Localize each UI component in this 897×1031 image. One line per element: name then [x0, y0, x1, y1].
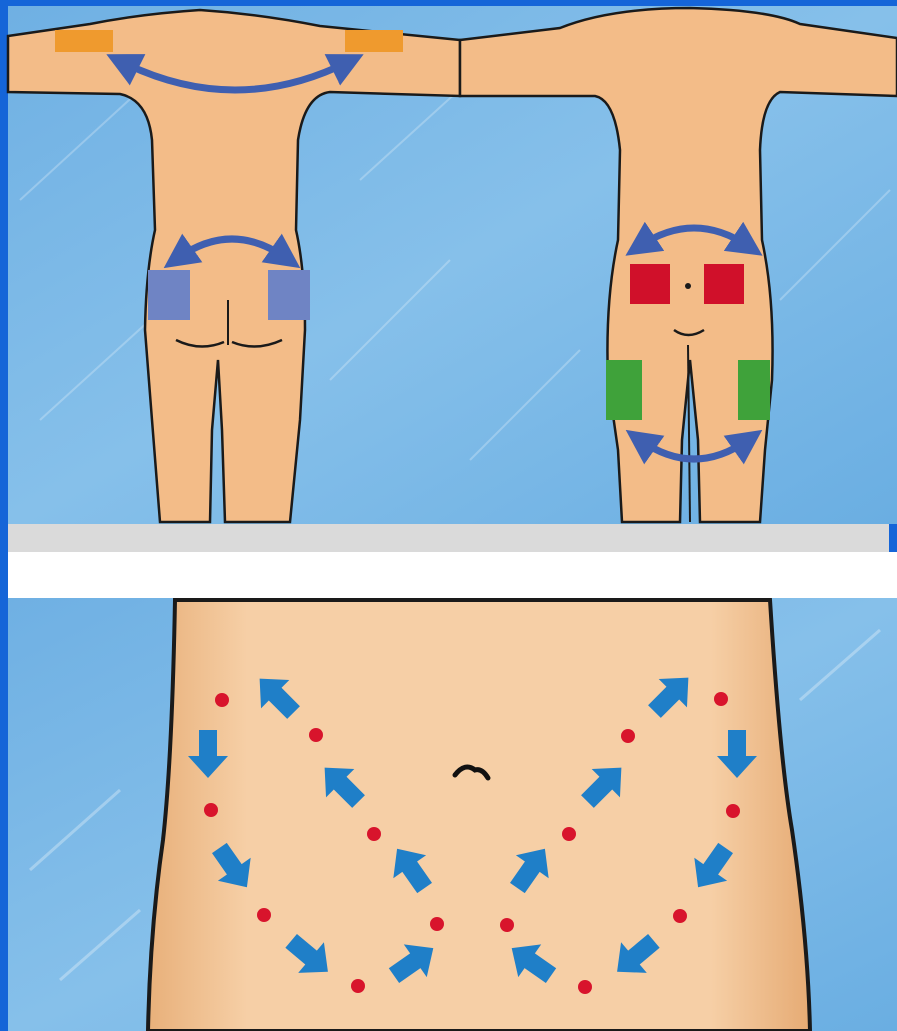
divider-gray-bar [8, 524, 889, 552]
dot [500, 918, 514, 932]
front-figure-navel [685, 283, 691, 289]
dot [309, 728, 323, 742]
site-upper-arm-left [55, 30, 113, 52]
site-buttock-right [268, 270, 310, 320]
site-abdomen-left [630, 264, 670, 304]
dot [351, 979, 365, 993]
abdomen-torso [148, 600, 810, 1031]
site-buttock-left [148, 270, 190, 320]
dot [430, 917, 444, 931]
dot [257, 908, 271, 922]
dot [621, 729, 635, 743]
divider-white-bar [8, 552, 897, 598]
dot [367, 827, 381, 841]
site-thigh-left [606, 360, 642, 420]
site-thigh-right [738, 360, 770, 420]
dot [562, 827, 576, 841]
abdomen-view [148, 600, 810, 1031]
dot [204, 803, 218, 817]
dot [578, 980, 592, 994]
dot [726, 804, 740, 818]
dot [215, 693, 229, 707]
site-abdomen-right [704, 264, 744, 304]
dot [673, 909, 687, 923]
dot [714, 692, 728, 706]
site-upper-arm-right [345, 30, 403, 52]
